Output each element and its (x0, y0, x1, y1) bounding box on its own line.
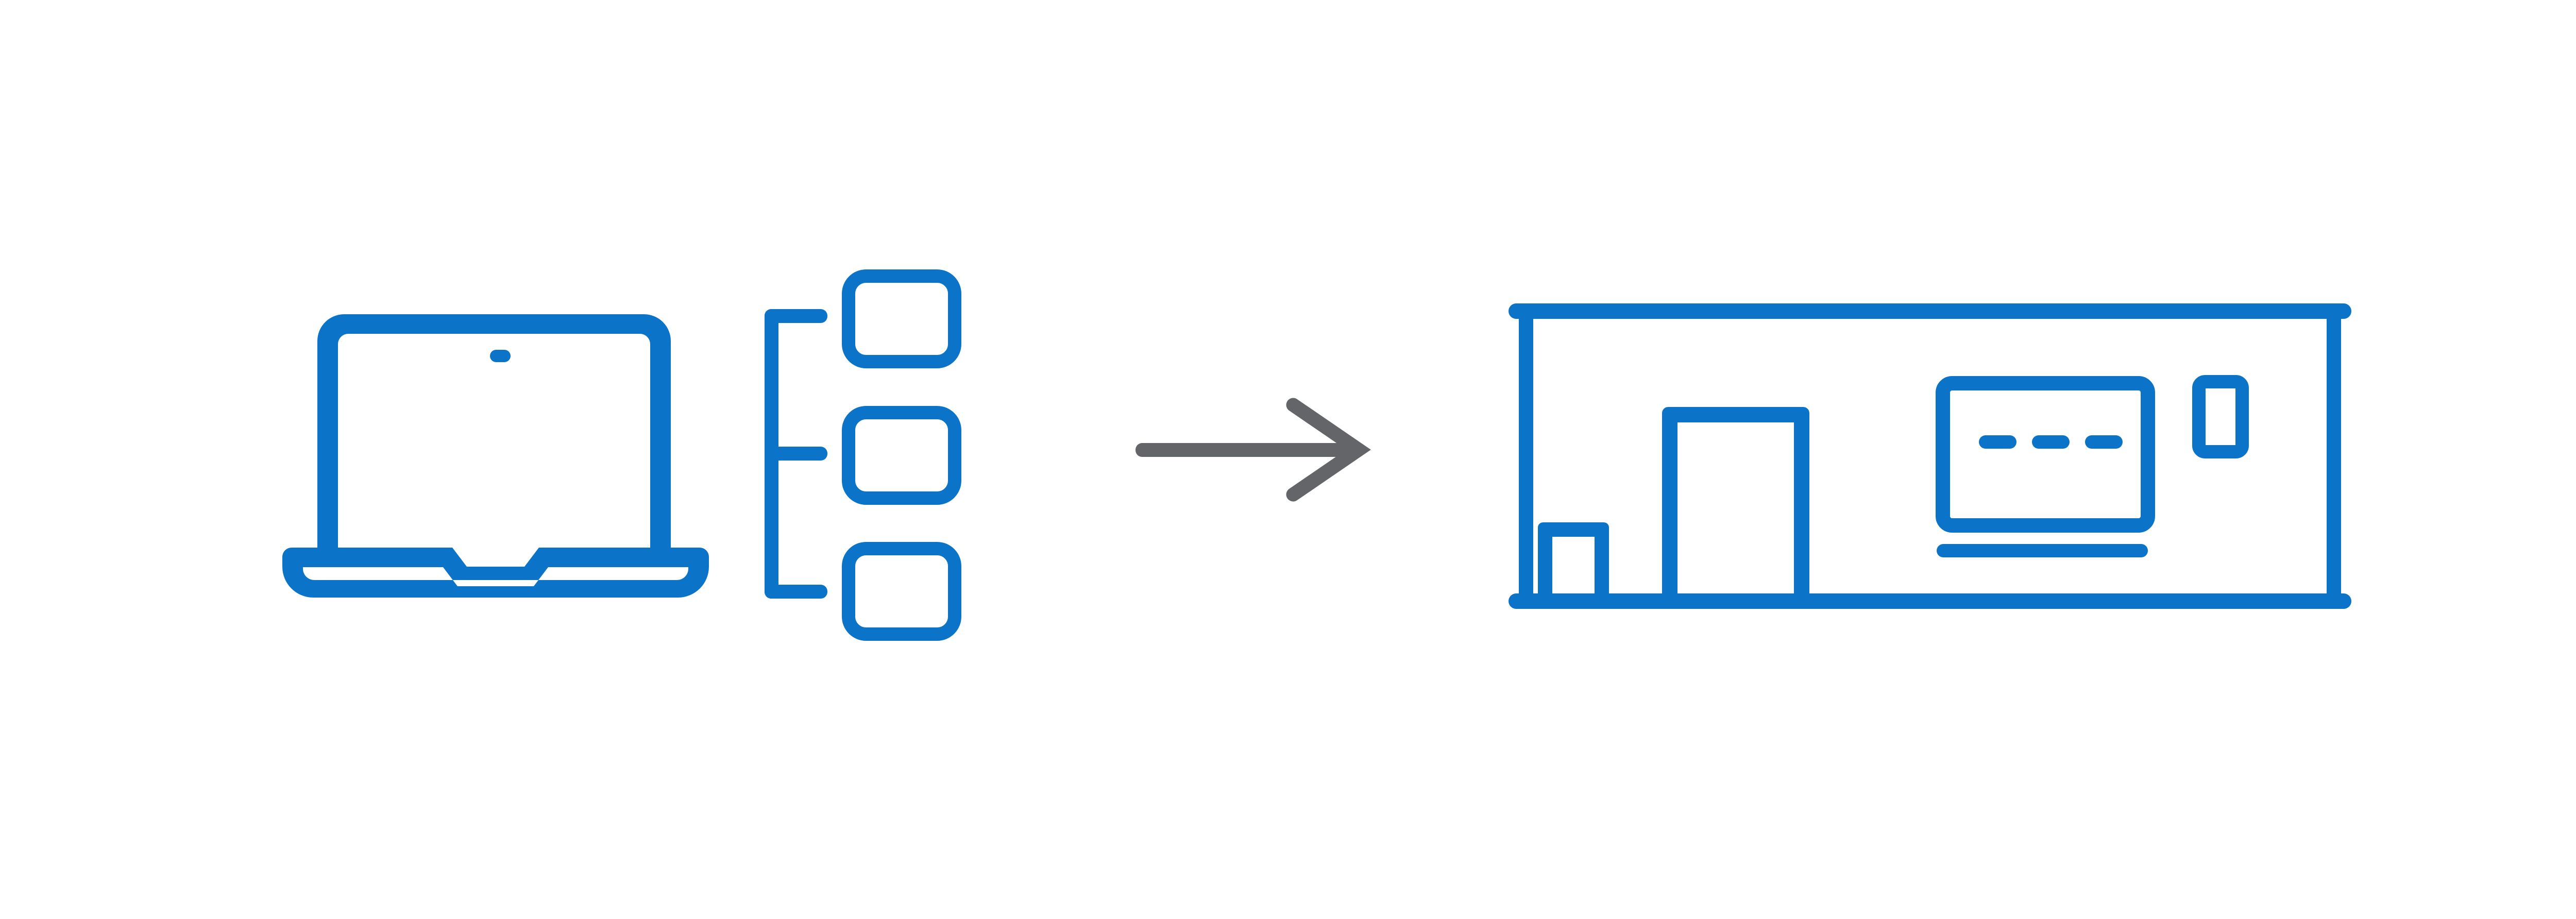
facility-short-block (1538, 522, 1609, 597)
tree-branch-3 (765, 585, 827, 599)
hierarchy-tree-icon[interactable] (765, 269, 961, 641)
panel-dash-1 (1979, 435, 2016, 449)
laptop-icon[interactable] (282, 314, 709, 598)
facility-tall-block (1662, 407, 1809, 597)
arrow-right-icon (1136, 398, 1371, 502)
facility-left-wall (1519, 314, 1533, 603)
arrow-head (1286, 398, 1371, 502)
laptop-camera-dot (490, 350, 511, 362)
facility-right-wall (2327, 314, 2341, 603)
datacenter-icon[interactable] (1509, 303, 2351, 609)
facility-roof-beam (1509, 303, 2351, 319)
laptop-screen-bezel (317, 314, 671, 548)
panel-dash-2 (2032, 435, 2070, 449)
arrow-shaft (1136, 443, 1352, 457)
facility-side-window[interactable] (2192, 375, 2249, 458)
tree-node-box-2[interactable] (842, 406, 961, 505)
tree-node-box-1[interactable] (842, 269, 961, 368)
tree-branch-1 (765, 309, 827, 323)
panel-underline-bar (1937, 544, 2148, 557)
facility-display-panel[interactable] (1936, 376, 2155, 533)
facility-floor-beam (1509, 593, 2351, 609)
panel-dash-3 (2085, 435, 2123, 449)
laptop-base-tray (282, 548, 709, 598)
tree-branch-2 (765, 447, 827, 461)
tree-node-box-3[interactable] (842, 542, 961, 641)
